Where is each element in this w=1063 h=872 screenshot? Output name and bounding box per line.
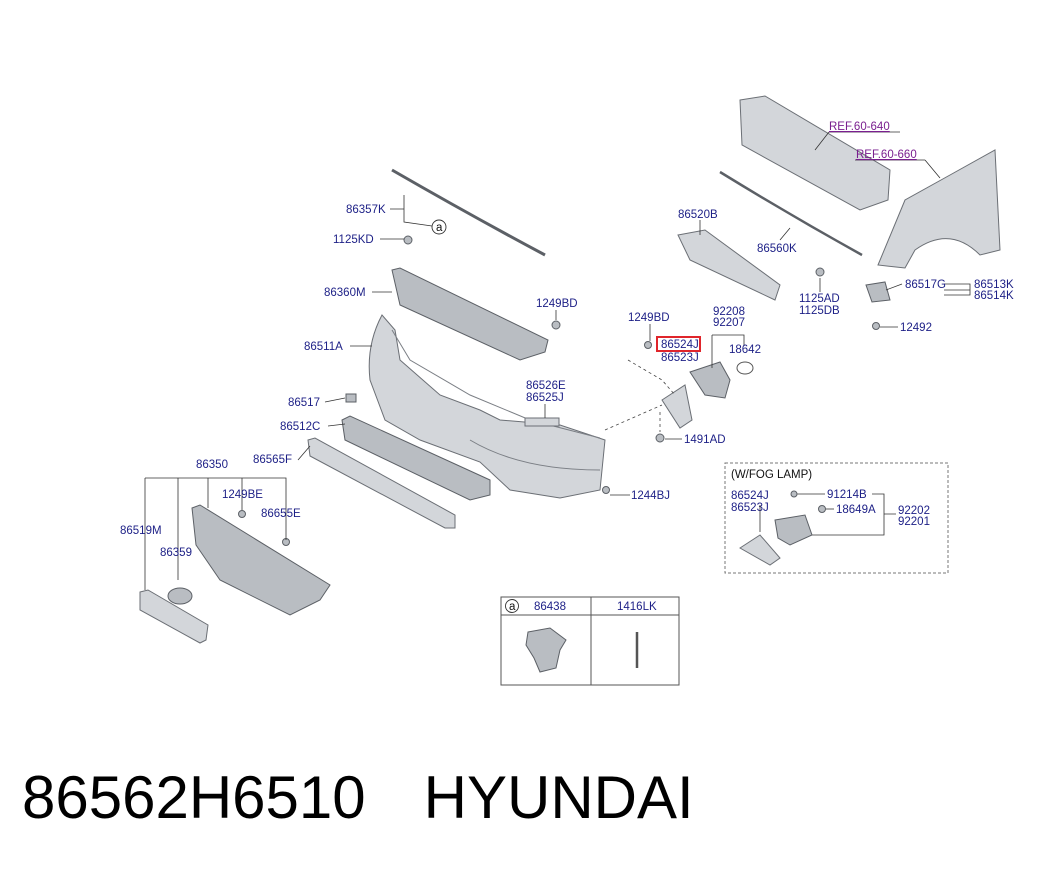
energy-absorber-86520B: [677, 229, 781, 301]
legend-table: a 86438 1416LK: [500, 596, 680, 686]
legend-col-1416LK[interactable]: 1416LK: [617, 601, 657, 613]
bumper-beam-ref-60-640: [739, 95, 891, 211]
dash-fog-right: [604, 404, 663, 431]
moulding-strip-86357K: [391, 168, 546, 257]
label-1249BD-left[interactable]: 1249BD: [536, 298, 578, 310]
label-86526E[interactable]: 86526E: [526, 380, 566, 392]
leader-86517: [324, 397, 346, 403]
label-1125DB[interactable]: 1125DB: [799, 305, 840, 317]
lower-strip-86512C: [341, 415, 491, 501]
legend-callout-letter: a: [509, 601, 516, 613]
ref-60-640-link[interactable]: REF.60-640: [829, 121, 890, 133]
label-86525J[interactable]: 86525J: [526, 392, 564, 404]
label-86360M[interactable]: 86360M: [324, 287, 366, 299]
legend-col-86438[interactable]: 86438: [534, 601, 566, 613]
label-86517[interactable]: 86517: [288, 397, 320, 409]
emblem-86359: [167, 587, 193, 605]
bumper-lower: [469, 439, 601, 471]
fog-label-18649A[interactable]: 18649A: [836, 504, 876, 516]
label-18642[interactable]: 18642: [729, 344, 761, 356]
label-86524J-highlighted[interactable]: 86524J: [661, 339, 699, 351]
strip-86560K: [719, 170, 863, 257]
fog-label-92202[interactable]: 92202: [898, 505, 930, 517]
label-86511A[interactable]: 86511A: [304, 341, 343, 353]
strip-86526E: [524, 417, 560, 427]
bulb-18642: [736, 361, 754, 375]
bolt-1125AD: [815, 267, 825, 277]
label-86520B[interactable]: 86520B: [678, 209, 718, 221]
bumper-cover-86511A: [368, 314, 606, 499]
leader-86512C: [327, 423, 346, 427]
fog-bezel-86524J: [661, 384, 693, 429]
clip-1249BD-left: [551, 320, 561, 330]
radiator-grille-86350: [191, 504, 331, 616]
footer-brand: HYUNDAI: [423, 764, 694, 831]
dash-fog-left: [627, 359, 676, 396]
fog-leader-92202: [805, 493, 896, 536]
leader-92208: [711, 334, 745, 368]
label-1244BJ[interactable]: 1244BJ: [631, 490, 670, 502]
clip-1491AD: [655, 433, 665, 443]
callout-a-letter: a: [436, 222, 443, 234]
pad-86517: [345, 393, 357, 403]
leader-ref-60-640: [814, 131, 900, 151]
footer-part-title: 86562H6510 HYUNDAI: [22, 760, 694, 836]
leader-86350: [145, 477, 287, 580]
label-86513K[interactable]: 86513K: [974, 279, 1014, 291]
bracket-86517G: [865, 281, 891, 303]
fog-lamp-alt: [774, 514, 813, 546]
label-86512C[interactable]: 86512C: [280, 421, 320, 433]
fog-label-86524J[interactable]: 86524J: [731, 490, 769, 502]
leader-86517G: [885, 283, 903, 291]
leader-86565F: [297, 445, 311, 461]
callout-a-circle: [431, 219, 447, 235]
label-86514K[interactable]: 86514K: [974, 290, 1014, 302]
fog-lamp-variant-box: (W/FOG LAMP) 86524J 86523J 91214B 18649A…: [724, 462, 949, 574]
label-86560K[interactable]: 86560K: [757, 243, 797, 255]
label-86565F[interactable]: 86565F: [253, 454, 292, 466]
fog-bolt-alt: [790, 490, 798, 498]
fog-label-91214B[interactable]: 91214B: [827, 489, 867, 501]
legend-callout-circle: [505, 599, 519, 613]
fog-bezel-alt: [739, 534, 781, 566]
highlight-box-86524J: [656, 336, 701, 352]
fender-ref-60-660: [877, 149, 1001, 269]
upper-bracket-86360M: [391, 267, 549, 361]
label-92208[interactable]: 92208: [713, 306, 745, 318]
label-1125KD[interactable]: 1125KD: [333, 234, 374, 246]
label-1249BD-right[interactable]: 1249BD: [628, 312, 670, 324]
grille-bracket-86519M: [139, 589, 209, 644]
leader-86357K: [390, 195, 433, 227]
label-86357K[interactable]: 86357K: [346, 204, 386, 216]
label-12492[interactable]: 12492: [900, 322, 932, 334]
label-1125AD[interactable]: 1125AD: [799, 293, 840, 305]
label-92207[interactable]: 92207: [713, 317, 745, 329]
label-86359[interactable]: 86359: [160, 547, 192, 559]
bolt-1244BJ: [602, 486, 610, 494]
label-1249BE[interactable]: 1249BE: [222, 489, 263, 501]
label-86655E[interactable]: 86655E: [261, 508, 301, 520]
fog-label-92201[interactable]: 92201: [898, 516, 930, 528]
label-86517G[interactable]: 86517G: [905, 279, 946, 291]
ref-60-660-link[interactable]: REF.60-660: [856, 149, 917, 161]
label-86519M[interactable]: 86519M: [120, 525, 162, 537]
label-86350[interactable]: 86350: [196, 459, 228, 471]
leader-86513K: [944, 283, 971, 296]
footer-part-number: 86562H6510: [22, 764, 366, 831]
label-1491AD[interactable]: 1491AD: [684, 434, 726, 446]
clip-86438-illustration: [525, 627, 567, 673]
clip-1249BE: [238, 510, 246, 518]
label-86523J[interactable]: 86523J: [661, 352, 699, 364]
leader-ref-60-660: [855, 159, 941, 179]
fog-box-title: (W/FOG LAMP): [731, 469, 812, 481]
screw-12492: [872, 322, 880, 330]
fog-label-86523J[interactable]: 86523J: [731, 502, 769, 514]
leader-86560K: [779, 227, 791, 241]
clip-1125KD: [403, 235, 413, 245]
fog-socket-alt: [818, 505, 826, 513]
lip-86565F: [307, 437, 456, 529]
clip-1249BD-right: [644, 341, 652, 349]
fog-lamp-92208: [689, 361, 731, 399]
